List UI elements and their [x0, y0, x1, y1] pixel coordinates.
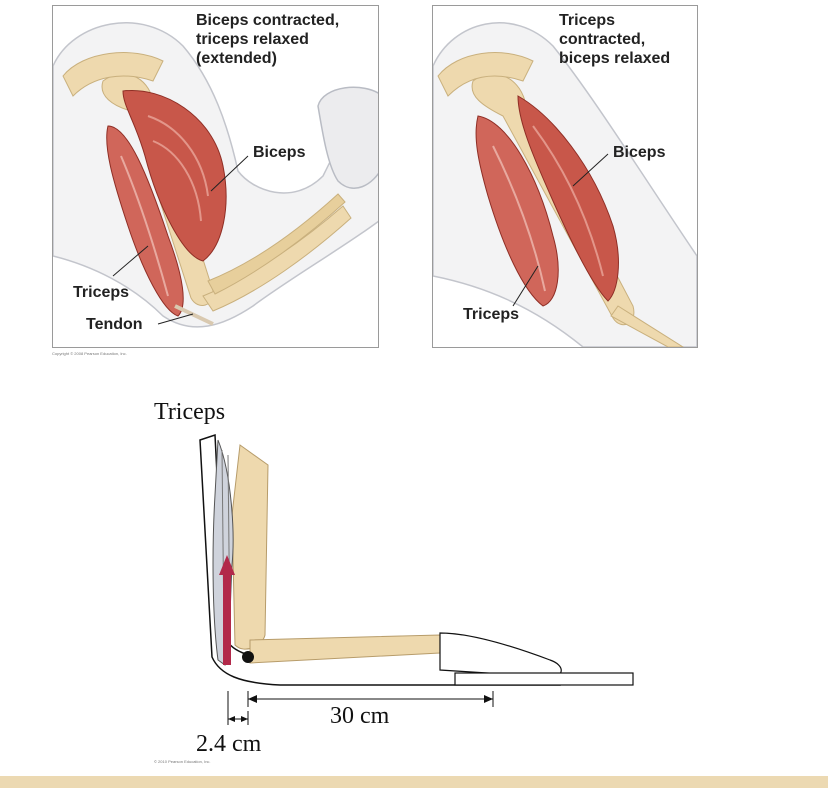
copyright-note: Copyright © 2008 Pearson Education, Inc. — [52, 351, 127, 356]
triceps-label: Triceps — [154, 399, 226, 425]
bottom-bar — [0, 776, 828, 788]
biceps-label: Biceps — [613, 144, 666, 161]
forearm-lever-drawing — [199, 433, 634, 725]
distance-2-4cm-label: 2.4 cm — [196, 731, 262, 757]
arm-flexed-illustration — [53, 22, 378, 328]
triceps-label: Triceps — [73, 284, 130, 301]
arm-extended-illustration — [433, 22, 697, 347]
biceps-label: Biceps — [253, 144, 306, 161]
panel-biceps-contracted: Biceps contracted, triceps relaxed (exte… — [52, 5, 379, 348]
tendon-label: Tendon — [86, 316, 143, 333]
distance-30cm-label: 30 cm — [330, 703, 390, 729]
lever-diagram: Triceps 30 cm 2.4 cm © 2010 Pearson Educ… — [140, 395, 660, 770]
triceps-label: Triceps — [463, 306, 520, 323]
panel-triceps-contracted: Triceps contracted, biceps relaxed Bicep… — [432, 5, 698, 348]
copyright-note: © 2010 Pearson Education, Inc. — [154, 759, 211, 764]
panel-title: Biceps contracted, triceps relaxed (exte… — [196, 12, 340, 67]
panel-title: Triceps contracted, biceps relaxed — [559, 12, 671, 67]
